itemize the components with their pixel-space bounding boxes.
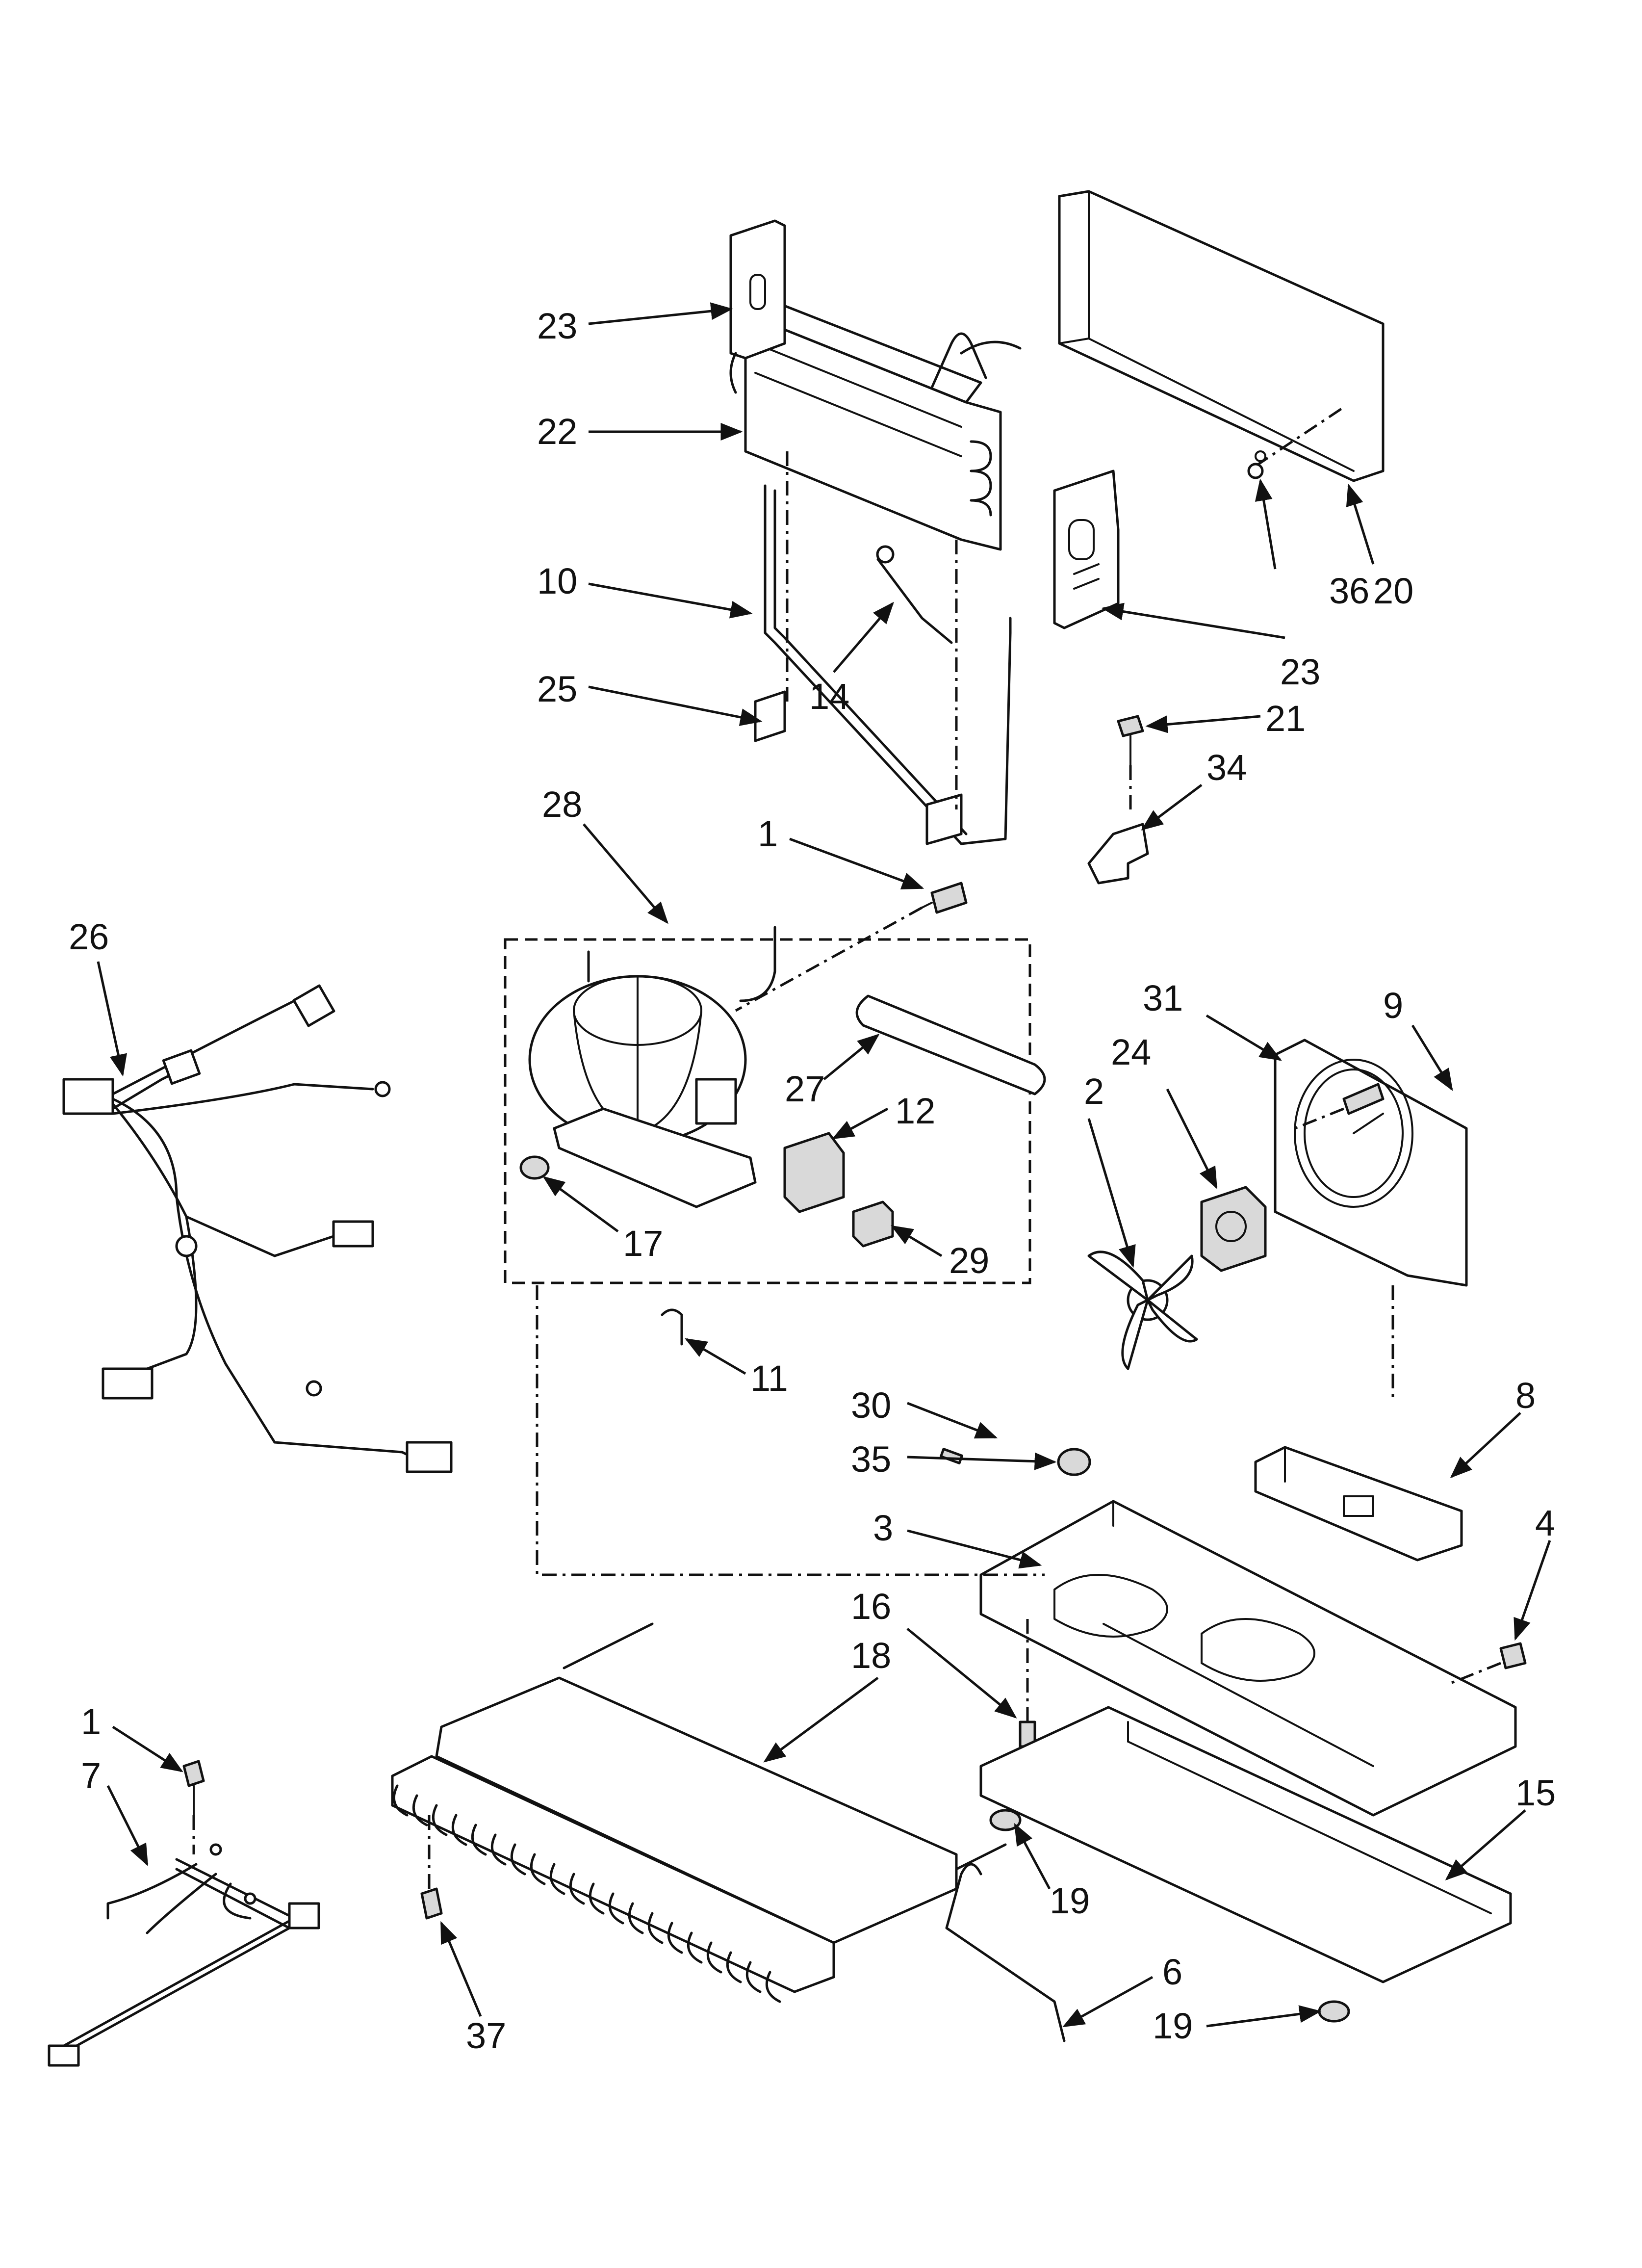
screw-4-part (1499, 1642, 1527, 1669)
callout-4: 4 (1535, 1503, 1555, 1543)
callout-15: 15 (1515, 1773, 1556, 1813)
callout-31: 31 (1143, 978, 1183, 1018)
fan-motor-part (1200, 1186, 1267, 1272)
foot-19-top-part (989, 1809, 1022, 1831)
callout-11: 11 (750, 1358, 788, 1399)
callout-30: 30 (851, 1385, 891, 1426)
callout-23-right: 23 (1280, 652, 1320, 692)
screw-21-part (1117, 715, 1144, 766)
base-tray-part (979, 1500, 1517, 1817)
dryer-part (855, 994, 1046, 1095)
callout-14: 14 (809, 676, 849, 717)
callout-7: 7 (81, 1755, 101, 1796)
wire-harness-lower-part (48, 1843, 320, 2067)
fan-shroud-part (1274, 1039, 1468, 1287)
screw-1-top-part (921, 882, 968, 914)
condenser-part (391, 1622, 1007, 2003)
start-relay-part (783, 1132, 845, 1213)
fan-blade-part (1087, 1251, 1198, 1370)
callout-1-bottom: 1 (81, 1701, 101, 1742)
callout-2: 2 (1084, 1071, 1104, 1112)
evaporator-part (744, 293, 1022, 551)
callout-36: 36 (1329, 571, 1369, 611)
spacer-30-part (939, 1448, 964, 1464)
callout-19-top: 19 (1050, 1880, 1090, 1921)
grommet-part (519, 1155, 550, 1180)
shelf-plate-part (979, 1706, 1512, 1983)
clip-11-part (661, 1308, 683, 1346)
callout-29: 29 (949, 1240, 989, 1281)
defrost-heater-part (754, 484, 1012, 845)
callout-17: 17 (623, 1223, 663, 1264)
foot-19-bottom-part (1318, 2000, 1350, 2023)
callout-3: 3 (873, 1508, 893, 1548)
rod-6-part (945, 1863, 1066, 2042)
callout-labels: 23 22 10 25 14 20 36 23 21 34 28 1 26 27… (69, 306, 1556, 2056)
callout-6: 6 (1162, 1952, 1182, 1992)
screw-9-part (1342, 1083, 1385, 1115)
screw-36-part (1247, 463, 1264, 479)
leader-lines (97, 302, 1551, 2028)
callout-8: 8 (1515, 1375, 1536, 1416)
fan-bracket-part (1254, 1446, 1463, 1562)
callout-27: 27 (785, 1069, 825, 1109)
callout-21: 21 (1265, 698, 1306, 739)
clip-37-part (420, 1887, 443, 1920)
wire-harness-part (62, 984, 453, 1473)
defrost-sensor-part (876, 545, 953, 644)
callout-24: 24 (1111, 1032, 1151, 1072)
callout-26: 26 (69, 916, 109, 957)
callout-25: 25 (537, 669, 577, 709)
callout-12: 12 (895, 1091, 935, 1131)
grommet-35-part (1057, 1448, 1091, 1476)
compressor-kit-outline (504, 938, 1031, 1284)
screw-1-bottom-part (182, 1760, 205, 1816)
evaporator-bracket-right-part (1053, 469, 1120, 629)
evaporator-cover-part (1058, 190, 1385, 482)
callout-23-top: 23 (537, 306, 577, 346)
callout-1-top: 1 (758, 813, 778, 854)
bracket-34-part (1087, 823, 1149, 885)
callout-28: 28 (542, 784, 582, 825)
callout-10: 10 (537, 561, 577, 601)
callout-18: 18 (851, 1635, 891, 1676)
callout-35: 35 (851, 1439, 891, 1480)
compressor-part (528, 926, 776, 1208)
callout-20: 20 (1373, 571, 1413, 611)
callout-34: 34 (1206, 747, 1247, 788)
callout-22: 22 (537, 411, 577, 452)
callout-16: 16 (851, 1586, 891, 1627)
callout-19-bottom: 19 (1153, 2006, 1193, 2046)
callout-9: 9 (1383, 985, 1403, 1026)
overload-part (852, 1200, 894, 1248)
evaporator-bracket-left-part (729, 219, 786, 394)
callout-37: 37 (466, 2015, 506, 2056)
